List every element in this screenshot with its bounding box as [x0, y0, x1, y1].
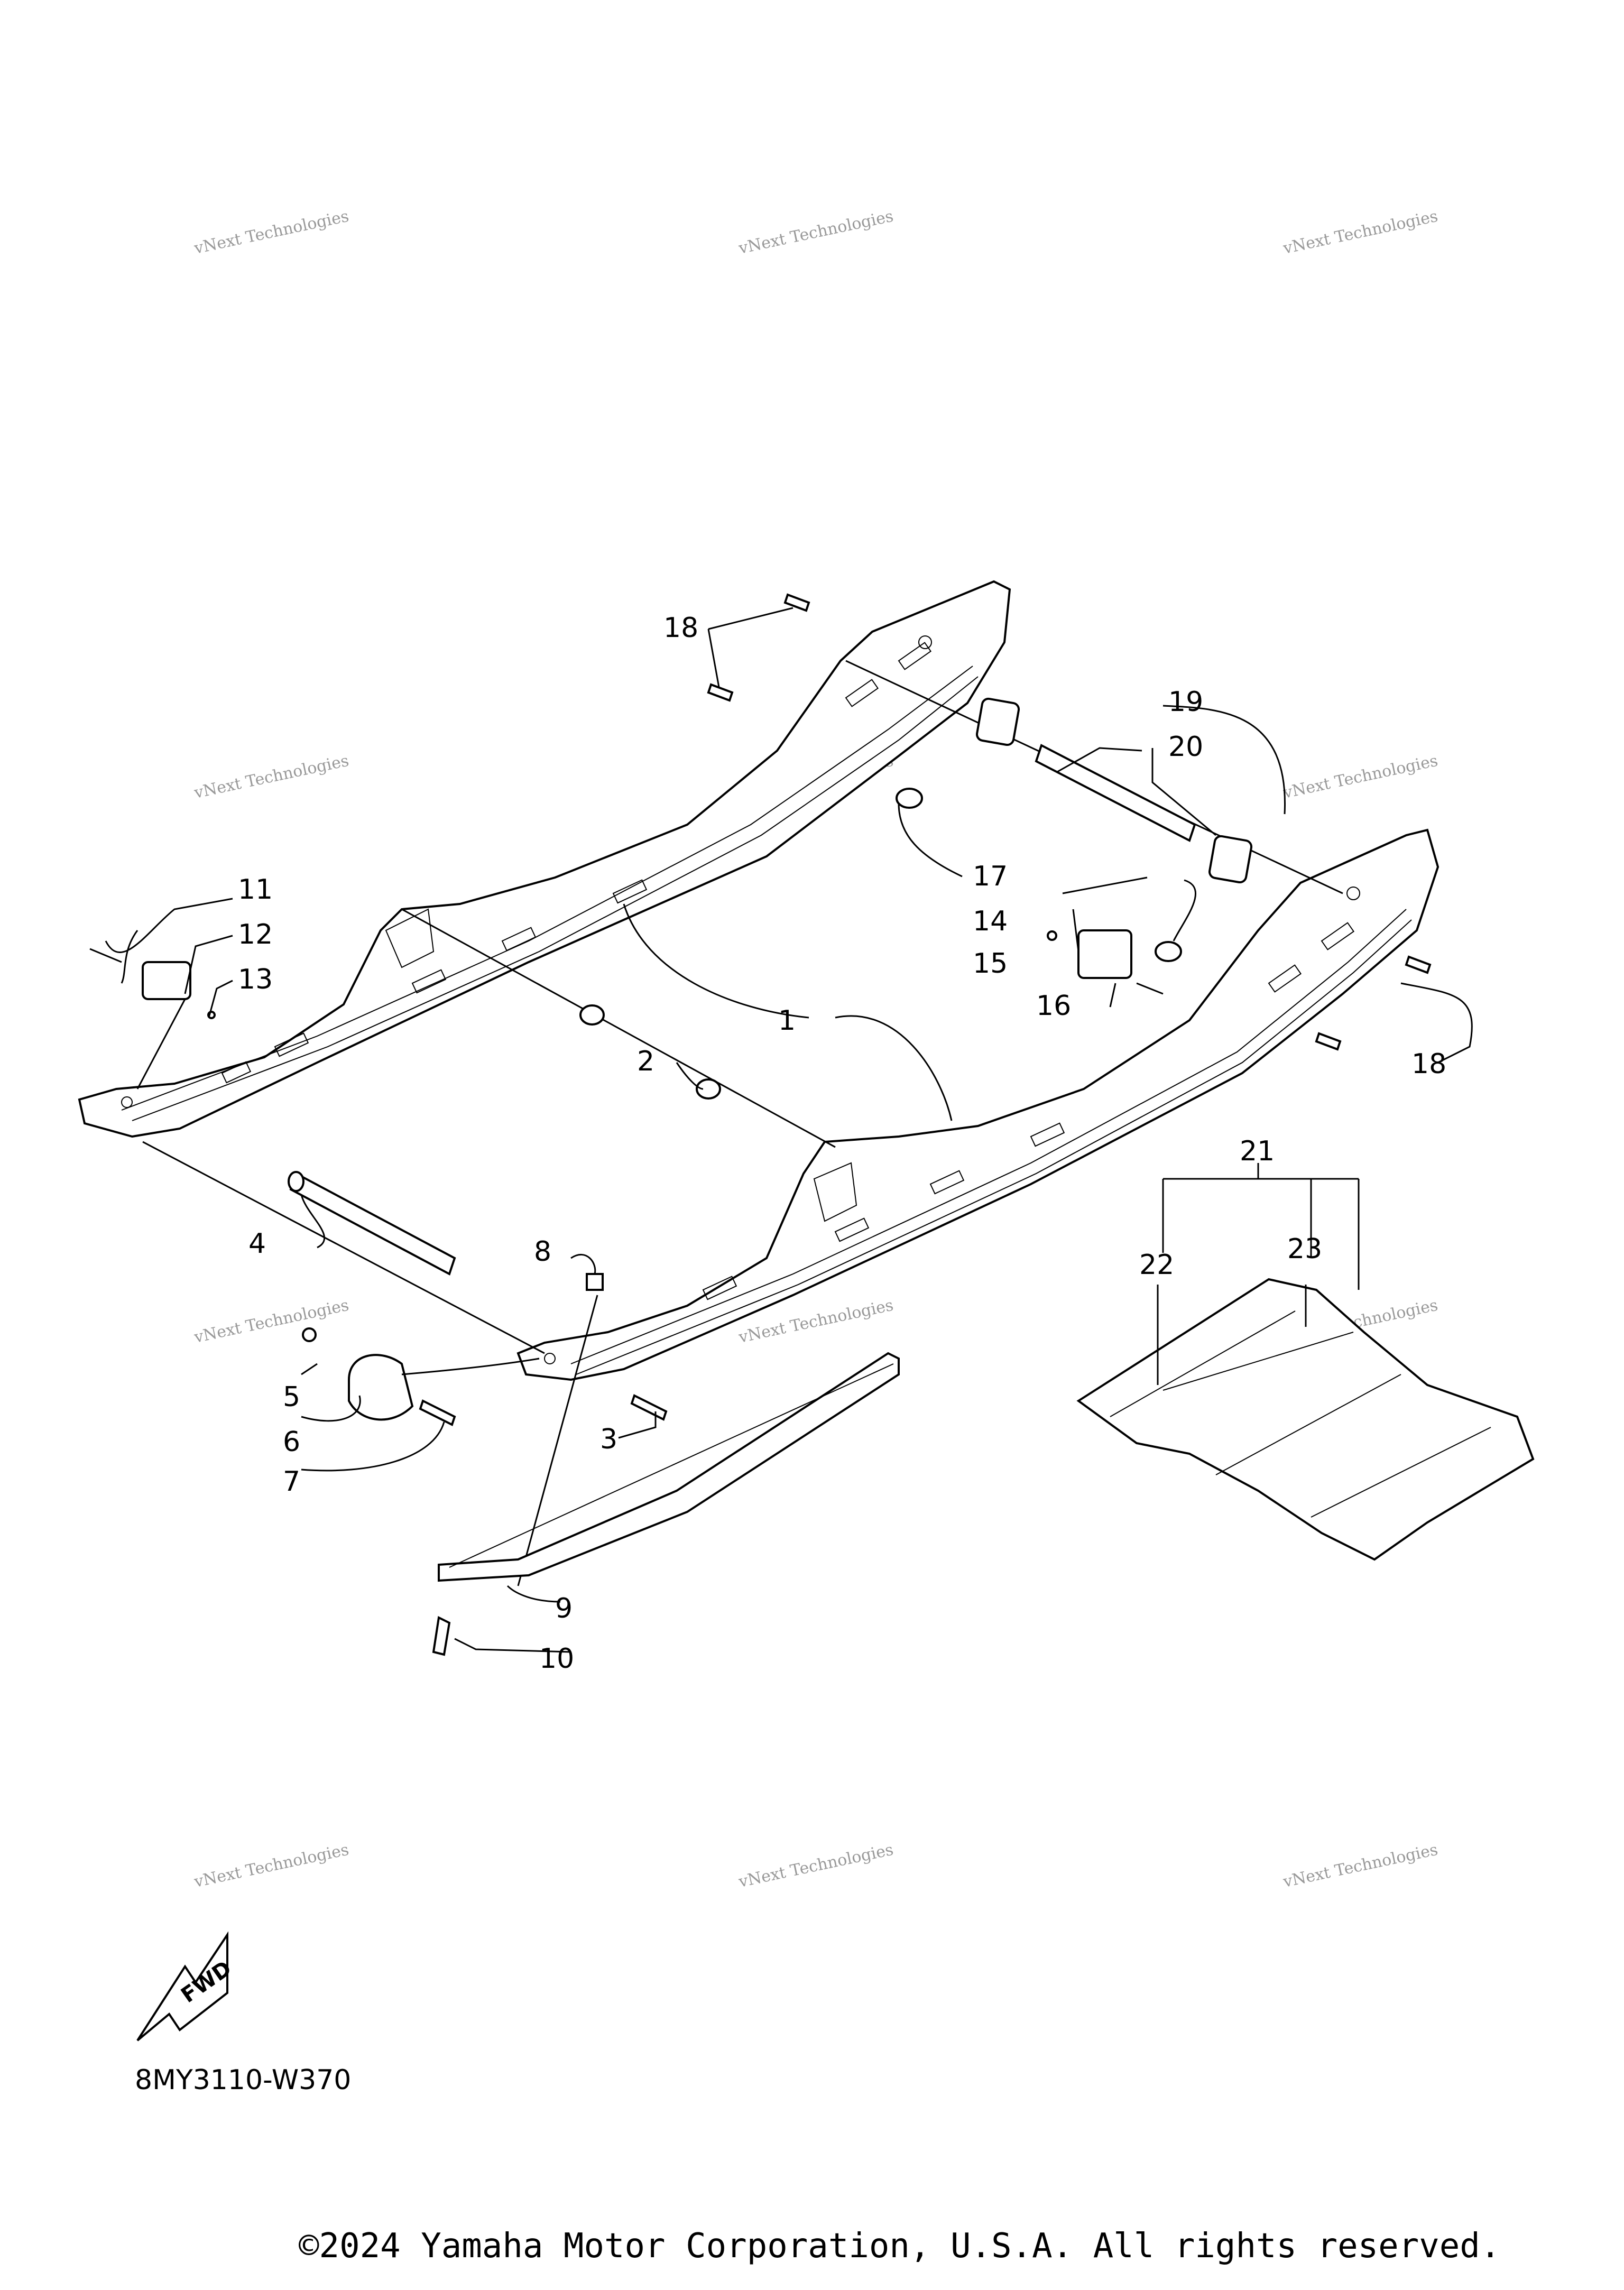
svg-text:vNext Technologies: vNext Technologies — [736, 1841, 895, 1891]
callout-5: 5 — [283, 1381, 300, 1413]
callout-15: 15 — [973, 948, 1008, 980]
svg-text:vNext Technologies: vNext Technologies — [736, 207, 895, 258]
small-parts — [89, 593, 1432, 1656]
svg-text:vNext Technologies: vNext Technologies — [1281, 207, 1440, 258]
watermark: vNext Technologies — [736, 207, 895, 258]
watermark: vNext Technologies — [736, 1841, 895, 1891]
callout-18b: 18 — [1411, 1048, 1446, 1080]
callout-23: 23 — [1287, 1233, 1322, 1265]
callouts: 1 2 3 4 5 6 7 8 9 10 11 12 13 14 15 16 1… — [238, 612, 1446, 1675]
svg-text:vNext Technologies: vNext Technologies — [192, 1296, 350, 1347]
part-code: 8MY3110-W370 — [135, 2064, 352, 2096]
callout-21: 21 — [1240, 1135, 1275, 1167]
callout-20: 20 — [1168, 731, 1203, 763]
copyright-footer: ©2024 Yamaha Motor Corporation, U.S.A. A… — [299, 2227, 1501, 2266]
svg-text:vNext Technologies: vNext Technologies — [1281, 752, 1440, 802]
track-section — [1076, 1278, 1535, 1561]
callout-6: 6 — [283, 1426, 300, 1458]
watermark: vNext Technologies — [1281, 1841, 1440, 1891]
callout-17: 17 — [973, 861, 1008, 892]
front-axle — [142, 1141, 545, 1354]
callout-1: 1 — [778, 1005, 796, 1037]
callout-9: 9 — [555, 1593, 573, 1624]
callout-19: 19 — [1168, 686, 1203, 718]
callout-22: 22 — [1139, 1249, 1174, 1281]
watermark: vNext Technologies — [192, 752, 350, 802]
watermark: vNext Technologies — [192, 1841, 350, 1891]
watermark: vNext Technologies — [192, 1296, 350, 1347]
right-rail — [516, 828, 1440, 1381]
callout-16: 16 — [1036, 990, 1071, 1022]
callout-7: 7 — [283, 1466, 300, 1498]
callout-8: 8 — [534, 1236, 551, 1268]
watermark: vNext Technologies — [1281, 207, 1440, 258]
leader-lines — [105, 607, 1473, 1653]
callout-18a: 18 — [663, 612, 698, 644]
callout-12: 12 — [238, 919, 273, 950]
watermark: vNext Technologies — [1281, 752, 1440, 802]
svg-text:vNext Technologies: vNext Technologies — [192, 1841, 350, 1891]
callout-4: 4 — [248, 1228, 266, 1260]
left-rail — [78, 580, 1011, 1138]
spacers — [401, 908, 836, 1148]
svg-text:vNext Technologies: vNext Technologies — [192, 207, 350, 258]
callout-14: 14 — [973, 906, 1008, 937]
watermark: vNext Technologies — [192, 207, 350, 258]
callout-11: 11 — [238, 874, 273, 906]
svg-text:vNext Technologies: vNext Technologies — [1281, 1841, 1440, 1891]
callout-13: 13 — [238, 964, 273, 995]
rear-axle — [845, 660, 1343, 962]
callout-2: 2 — [637, 1046, 654, 1077]
svg-text:vNext Technologies: vNext Technologies — [192, 752, 350, 802]
slide-rail — [438, 1352, 900, 1582]
callout-3: 3 — [600, 1424, 617, 1455]
callout-10: 10 — [539, 1643, 574, 1675]
fwd-arrow-icon: FWD — [136, 1931, 236, 2042]
